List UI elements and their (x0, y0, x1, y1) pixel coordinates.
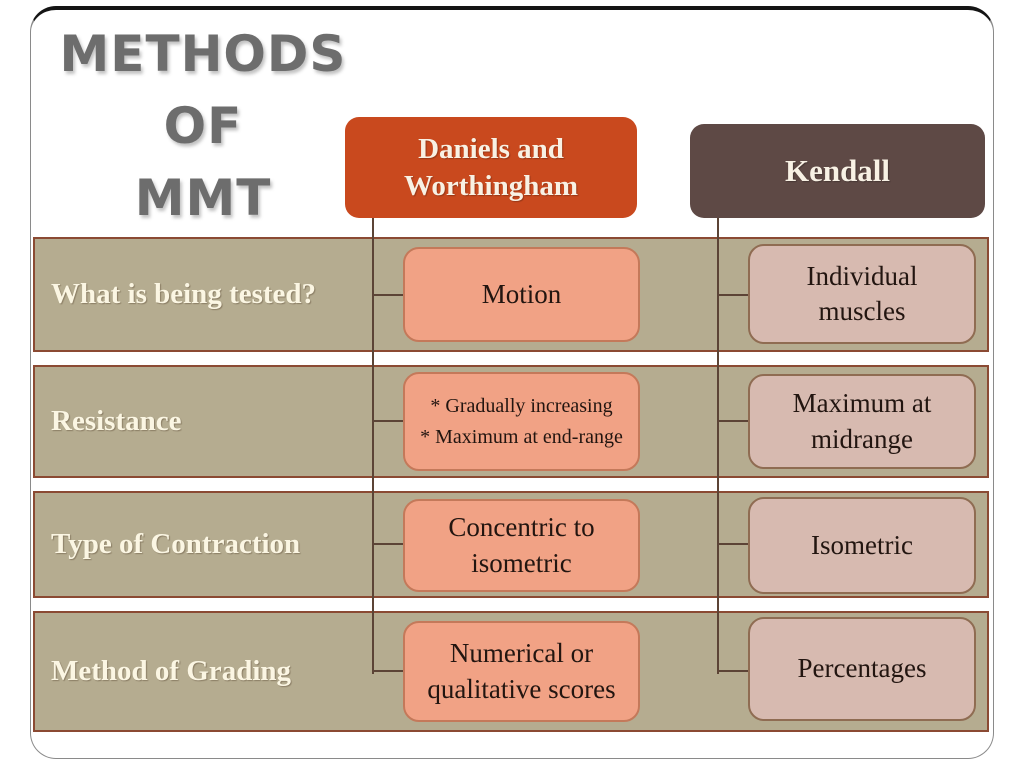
value-box-kendall-grading: Percentages (748, 617, 976, 721)
header-kendall: Kendall (690, 124, 985, 218)
connector-stub (718, 420, 749, 422)
value-box-daniels-grading: Numerical or qualitative scores (403, 621, 640, 722)
value-box-kendall-muscles: Individual muscles (748, 244, 976, 344)
header-daniels-worthingham: Daniels and Worthingham (345, 117, 637, 218)
row-label: Resistance (51, 405, 182, 437)
value-box-daniels-resistance: * Gradually increasing * Maximum at end-… (403, 372, 640, 471)
row-label: What is being tested? (51, 278, 317, 310)
page-title: METHODS OF MMT (48, 18, 358, 234)
title-line-3: MMT (134, 169, 272, 227)
value-box-kendall-resistance: Maximum at midrange (748, 374, 976, 469)
connector-stub (373, 543, 404, 545)
bullet-line: * Maximum at end-range (420, 425, 623, 448)
connector-stub (373, 670, 404, 672)
title-line-2: OF (163, 97, 243, 155)
value-box-daniels-contraction: Concentric to isometric (403, 499, 640, 592)
slide-frame (30, 6, 994, 759)
connector-stub (718, 670, 749, 672)
title-line-1: METHODS (59, 25, 347, 83)
connector-stub (718, 294, 749, 296)
value-box-kendall-contraction: Isometric (748, 497, 976, 594)
row-label: Method of Grading (51, 655, 292, 687)
value-box-daniels-motion: Motion (403, 247, 640, 342)
connector-vertical-kendall (717, 218, 719, 674)
connector-stub (373, 294, 404, 296)
bullet-line: * Gradually increasing (430, 394, 613, 417)
row-label: Type of Contraction (51, 528, 301, 560)
connector-stub (718, 543, 749, 545)
connector-vertical-daniels (372, 218, 374, 674)
connector-stub (373, 420, 404, 422)
